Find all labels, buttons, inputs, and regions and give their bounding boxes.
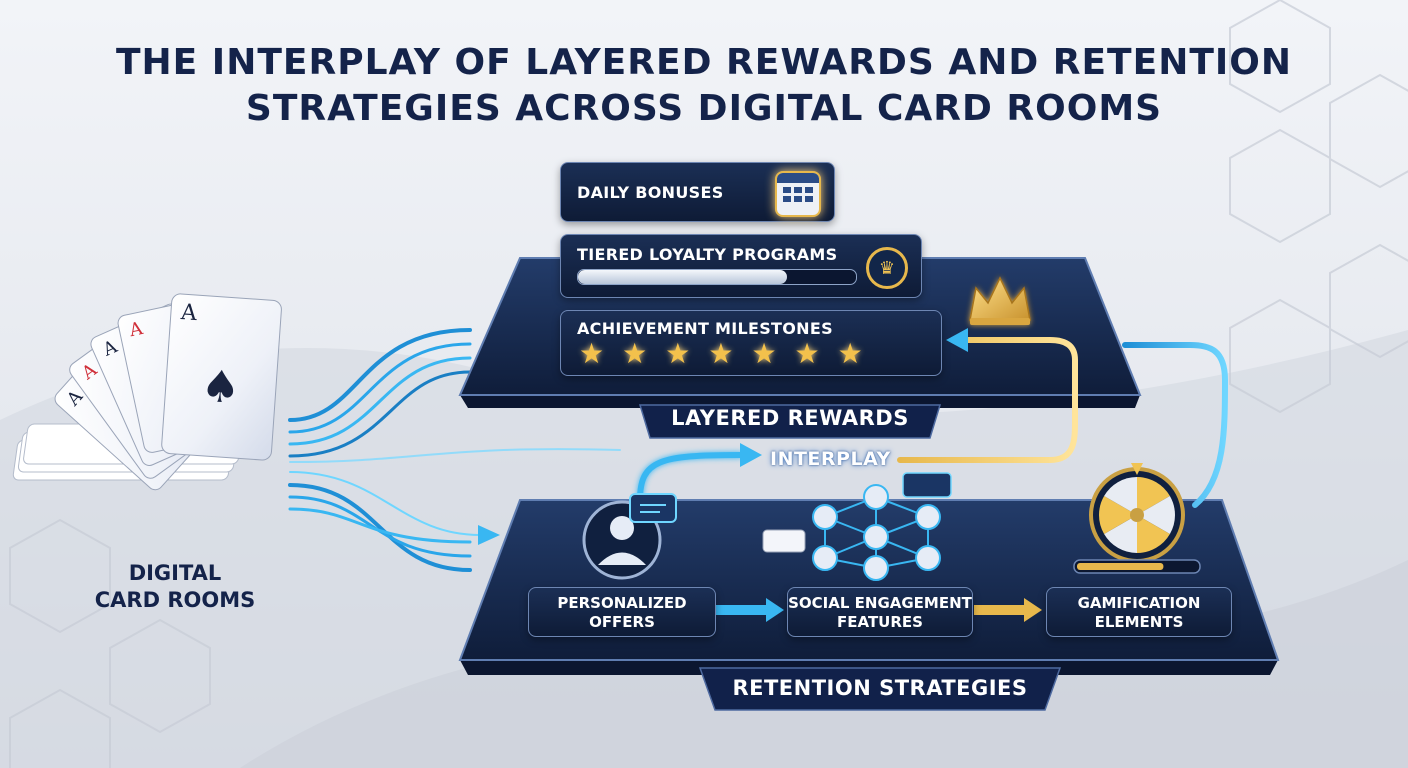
crown-badge-icon: ♛	[866, 247, 908, 289]
source-label-line-1: DIGITAL	[128, 561, 222, 585]
card-deck-icon: A A A A A ♠	[12, 293, 282, 491]
source-label-line-2: CARD ROOMS	[94, 588, 256, 612]
personalized-offers-label: PERSONALIZED OFFERS	[529, 594, 715, 632]
svg-text:A: A	[127, 318, 146, 342]
interplay-label: INTERPLAY	[770, 448, 891, 470]
daily-bonuses-card: DAILY BONUSES	[560, 162, 835, 222]
gamification-line-2: ELEMENTS	[1094, 613, 1184, 631]
star-icon: ★	[622, 337, 648, 370]
social-engagement-line-2: FEATURES	[837, 613, 923, 631]
star-icon: ★	[794, 337, 820, 370]
star-icon: ★	[708, 337, 734, 370]
flow-lines	[288, 328, 621, 572]
loyalty-progress-bar	[577, 269, 857, 285]
gamification-line-1: GAMIFICATION	[1077, 594, 1201, 612]
retention-strategies-label: RETENTION STRATEGIES	[732, 676, 1028, 700]
svg-text:♠: ♠	[199, 361, 242, 415]
achievement-milestones-label: ACHIEVEMENT MILESTONES	[577, 319, 833, 338]
title-line-2: STRATEGIES ACROSS DIGITAL CARD ROOMS	[245, 88, 1163, 129]
hexagon-decoration	[9, 0, 1408, 768]
personalized-offers-box: PERSONALIZED OFFERS	[528, 587, 716, 637]
flow-arrow-icon	[478, 525, 500, 545]
achievement-milestones-card: ACHIEVEMENT MILESTONES ★ ★ ★ ★ ★ ★ ★	[560, 310, 942, 376]
interplay-arrows	[637, 337, 1229, 508]
social-engagement-line-1: SOCIAL ENGAGEMENT	[788, 594, 972, 612]
personalized-offers-line-1: PERSONALIZED	[557, 594, 687, 612]
gold-crown-icon	[969, 276, 1031, 325]
network-icon	[762, 472, 952, 581]
daily-bonuses-label: DAILY BONUSES	[577, 183, 724, 202]
layered-rewards-label: LAYERED REWARDS	[671, 406, 909, 430]
gamification-progress-bar	[1073, 559, 1201, 574]
svg-text:A: A	[179, 300, 199, 326]
personalized-offers-line-2: OFFERS	[589, 613, 655, 631]
star-icon: ★	[751, 337, 777, 370]
gamification-elements-box: GAMIFICATION ELEMENTS	[1046, 587, 1232, 637]
social-engagement-label: SOCIAL ENGAGEMENT FEATURES	[788, 594, 972, 632]
social-engagement-box: SOCIAL ENGAGEMENT FEATURES	[787, 587, 973, 637]
gamification-elements-label: GAMIFICATION ELEMENTS	[1047, 594, 1231, 632]
calendar-icon	[775, 171, 821, 217]
retention-flow-arrows	[716, 598, 1042, 622]
user-chat-icon	[582, 493, 677, 580]
star-icon: ★	[579, 337, 605, 370]
digital-card-rooms-label: DIGITAL CARD ROOMS	[60, 560, 290, 614]
star-rating: ★ ★ ★ ★ ★ ★ ★	[579, 339, 863, 369]
interplay-arrow-head-icon	[740, 443, 762, 467]
tiered-loyalty-label: TIERED LOYALTY PROGRAMS	[577, 245, 838, 264]
tiered-loyalty-card: TIERED LOYALTY PROGRAMS ♛	[560, 234, 922, 298]
star-icon: ★	[665, 337, 691, 370]
title-line-1: THE INTERPLAY OF LAYERED REWARDS AND RET…	[115, 42, 1293, 83]
return-arrow-head-icon	[946, 328, 968, 352]
star-icon: ★	[837, 337, 863, 370]
